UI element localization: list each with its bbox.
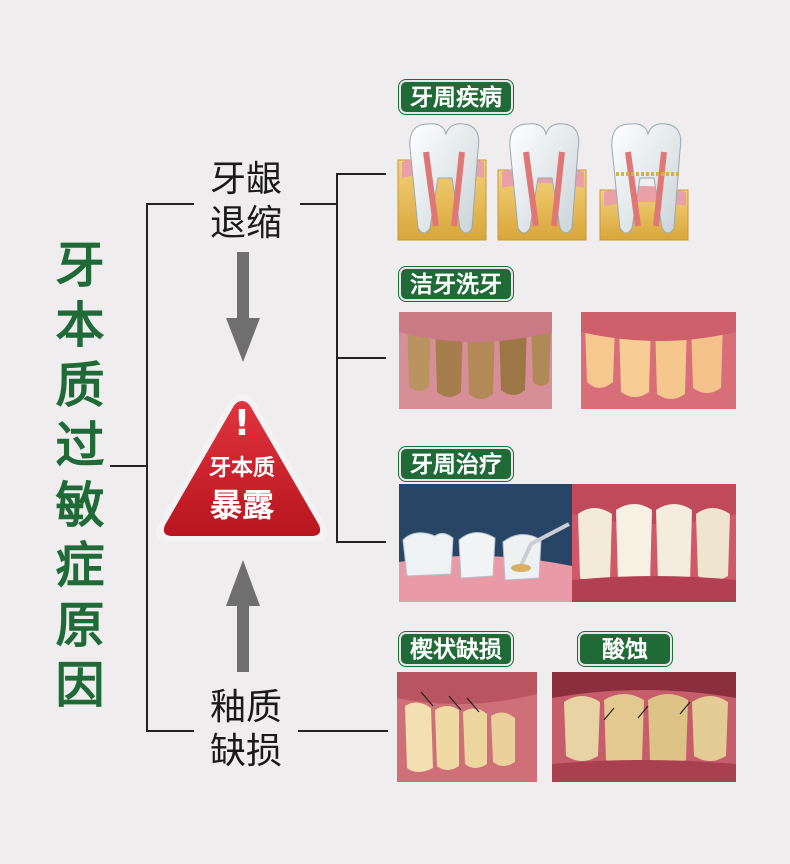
connector-gum: [146, 203, 194, 205]
main-title: 牙 本 质 过 敏 症 原 因: [55, 237, 105, 714]
tag-periodontal-disease: 牙周疾病: [399, 80, 513, 114]
dirty-teeth-image: [399, 312, 552, 409]
periodontal-disease-illustration: [397, 123, 689, 241]
wedge-defect-photo: [397, 672, 537, 782]
acid-erosion-image: [552, 672, 736, 782]
tooth-stage-1: [397, 123, 487, 241]
warning-triangle-icon: [156, 394, 328, 542]
warning-triangle: ! 牙本质 暴露: [152, 388, 332, 548]
node-enamel-defect: 釉质 缺损: [209, 687, 282, 772]
teeth-cleaning-before-photo: [399, 312, 552, 409]
warning-line2: 暴露: [209, 486, 274, 524]
tag-teeth-cleaning: 洁牙洗牙: [399, 267, 513, 301]
arrow-up-icon: [226, 560, 260, 672]
treated-teeth-image: [572, 484, 736, 602]
periodontal-treatment-illustration: [399, 484, 572, 602]
tag-acid-erosion: 酸蚀: [578, 632, 672, 666]
wedge-defect-image: [397, 672, 537, 782]
tooth-stage-2: [497, 123, 587, 241]
warning-line1: 牙本质: [208, 456, 275, 481]
warning-mark: !: [233, 403, 251, 444]
tag-periodontal-treatment: 牙周治疗: [399, 447, 513, 481]
periodontal-after-photo: [572, 484, 736, 602]
clean-teeth-image: [581, 312, 736, 409]
connector-gum-right: [300, 203, 336, 205]
scaling-tool-image: [399, 484, 572, 602]
acid-erosion-photo: [552, 672, 736, 782]
branch-periodontal-disease: [336, 173, 386, 175]
tag-wedge-defect: 楔状缺损: [399, 632, 513, 666]
branch-teeth-cleaning: [336, 357, 386, 359]
teeth-cleaning-after-photo: [581, 312, 736, 409]
tooth-stage-3: [599, 123, 689, 241]
connector-enamel: [146, 730, 194, 732]
branch-periodontal-treatment: [336, 541, 386, 543]
node-gum-recession: 牙龈 退缩: [209, 159, 282, 244]
connector-enamel-right: [298, 730, 388, 732]
arrow-down-icon: [226, 252, 260, 362]
bracket-left-vertical: [146, 203, 148, 731]
connector-title: [110, 465, 146, 467]
